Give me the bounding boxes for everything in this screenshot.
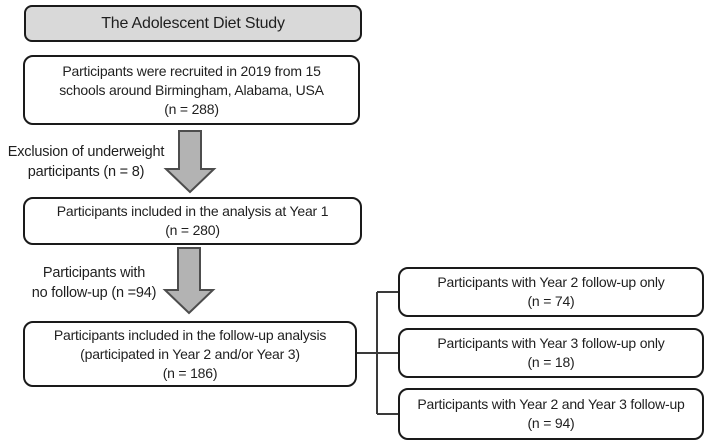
- label-text-line: participants (n = 8): [27, 164, 145, 180]
- box-text-line: Participants with Year 3 follow-up only: [437, 335, 665, 351]
- label-text-line: Exclusion of underweight: [7, 144, 165, 160]
- box-text-line: Participants were recruited in 2019 from…: [62, 62, 321, 79]
- box-text-line: (n = 18): [527, 354, 575, 370]
- box-year2-followup-only: Participants with Year 2 follow-up only …: [398, 267, 704, 317]
- box-year1-analysis: Participants included in the analysis at…: [23, 197, 362, 245]
- box-followup-analysis: Participants included in the follow-up a…: [23, 321, 357, 387]
- box-text-line: (n = 280): [165, 222, 220, 238]
- box-text-line: Participants included in the follow-up a…: [53, 326, 327, 343]
- box-text-line: (participated in Year 2 and/or Year 3): [80, 345, 300, 362]
- box-text-line: (n = 186): [162, 364, 218, 381]
- box-text-line: (n = 288): [164, 100, 219, 117]
- label-exclusion: Exclusion of underweight participants (n…: [0, 142, 172, 182]
- box-text-line: (n = 94): [527, 415, 575, 431]
- down-arrow-icon: [162, 247, 216, 315]
- box-text-line: schools around Birmingham, Alabama, USA: [59, 81, 324, 98]
- box-year3-followup-only: Participants with Year 3 follow-up only …: [398, 328, 704, 378]
- box-recruited: Participants were recruited in 2019 from…: [23, 55, 360, 125]
- box-text-line: Participants included in the analysis at…: [56, 203, 329, 219]
- down-arrow-icon: [163, 130, 217, 194]
- box-text-line: Participants with Year 2 and Year 3 foll…: [417, 396, 685, 412]
- bracket-connector: [357, 291, 398, 415]
- title-box: The Adolescent Diet Study: [24, 5, 362, 42]
- box-text-line: Participants with Year 2 follow-up only: [437, 274, 665, 290]
- label-no-followup: Participants with no follow-up (n =94): [14, 263, 174, 303]
- box-text-line: (n = 74): [527, 293, 575, 309]
- title-text: The Adolescent Diet Study: [101, 15, 285, 32]
- label-text-line: Participants with: [42, 265, 146, 281]
- label-text-line: no follow-up (n =94): [31, 285, 157, 301]
- box-year2-and-year3-followup: Participants with Year 2 and Year 3 foll…: [398, 388, 704, 440]
